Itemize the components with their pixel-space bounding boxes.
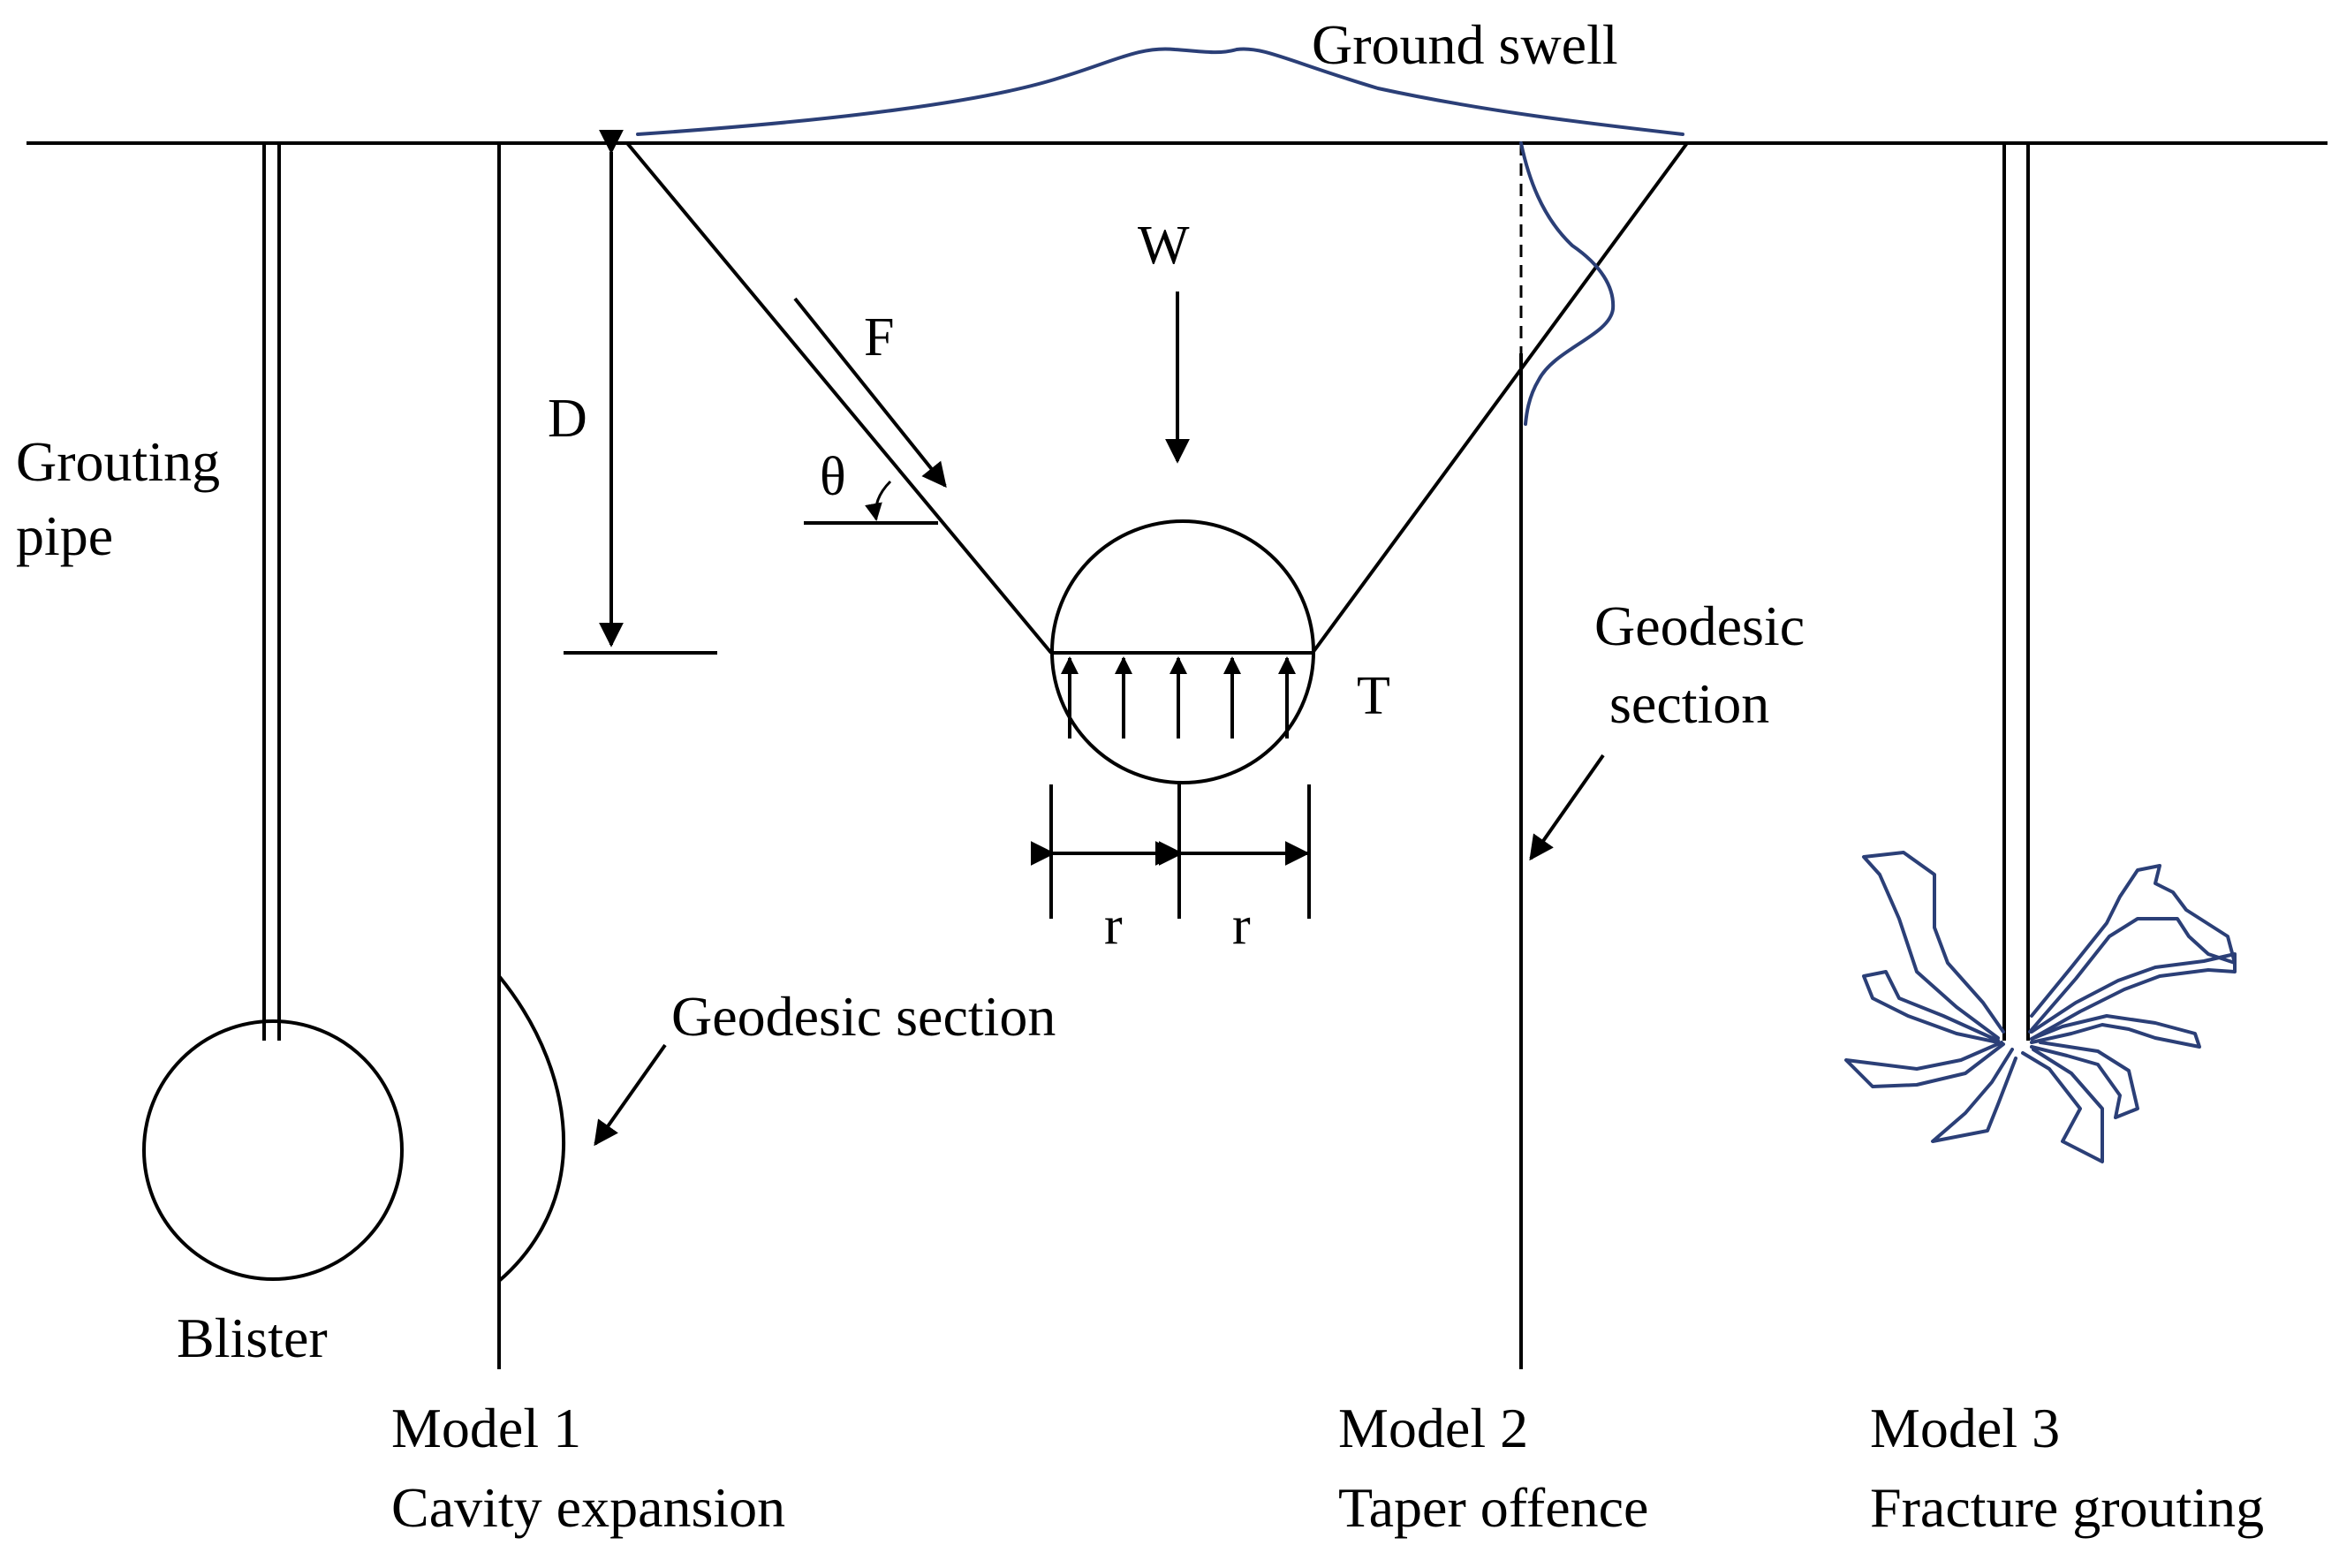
grouting-pipe-label-line2: pipe <box>16 504 113 567</box>
force-label: F <box>864 307 894 367</box>
model3-subtitle: Fracture grouting <box>1870 1476 2264 1539</box>
fracture-veins <box>1844 851 2237 1163</box>
model2-subtitle: Taper offence <box>1338 1476 1648 1539</box>
tension-label: T <box>1357 666 1390 726</box>
force-arrow <box>793 297 947 489</box>
geodesic-section-label-2-line2: section <box>1609 672 1769 735</box>
fracture-vein-upper-left <box>1862 851 2005 1040</box>
fracture-vein-bottom <box>2021 1048 2104 1163</box>
geodesic-section-label-1: Geodesic section <box>671 985 1056 1048</box>
radius-left-label: r <box>1104 896 1123 956</box>
blister-label: Blister <box>177 1307 328 1369</box>
fracture-vein-upper-center <box>2028 864 2237 1034</box>
model3-title: Model 3 <box>1870 1397 2060 1459</box>
depth-label: D <box>548 389 587 449</box>
model2-geodesic-curve <box>1519 141 1616 426</box>
grouting-pipe-label: Grouting <box>16 430 220 493</box>
model1-title: Model 1 <box>391 1397 581 1459</box>
radius-right-label: r <box>1232 896 1251 956</box>
model1-subtitle: Cavity expansion <box>391 1476 785 1539</box>
cone-right-edge <box>1311 141 1689 655</box>
ground-swell-curve <box>636 47 1684 136</box>
fracture-vein-left <box>1862 970 2000 1044</box>
fracture-vein-lower-left <box>1844 1041 2005 1088</box>
uplift-pressure-arrows <box>1061 656 1296 739</box>
fracture-vein-bottom-left <box>1931 1048 2017 1143</box>
fracture-vein-right <box>2030 1014 2201 1049</box>
angle-arc <box>865 480 892 521</box>
weight-label: W <box>1138 216 1190 276</box>
blister-circle <box>142 1019 404 1281</box>
ground-swell-label: Ground swell <box>1312 13 1618 76</box>
model2-title: Model 2 <box>1338 1397 1528 1459</box>
model1-geodesic-bulge <box>497 974 566 1283</box>
geodesic-section-label-2: Geodesic <box>1594 595 1805 657</box>
fracture-vein-bottom-right <box>2030 1041 2139 1119</box>
angle-label: θ <box>820 447 846 507</box>
model2-geodesic-arrow <box>1529 754 1605 861</box>
model1-geodesic-arrow <box>594 1043 667 1147</box>
cone-left-edge <box>625 141 1053 655</box>
